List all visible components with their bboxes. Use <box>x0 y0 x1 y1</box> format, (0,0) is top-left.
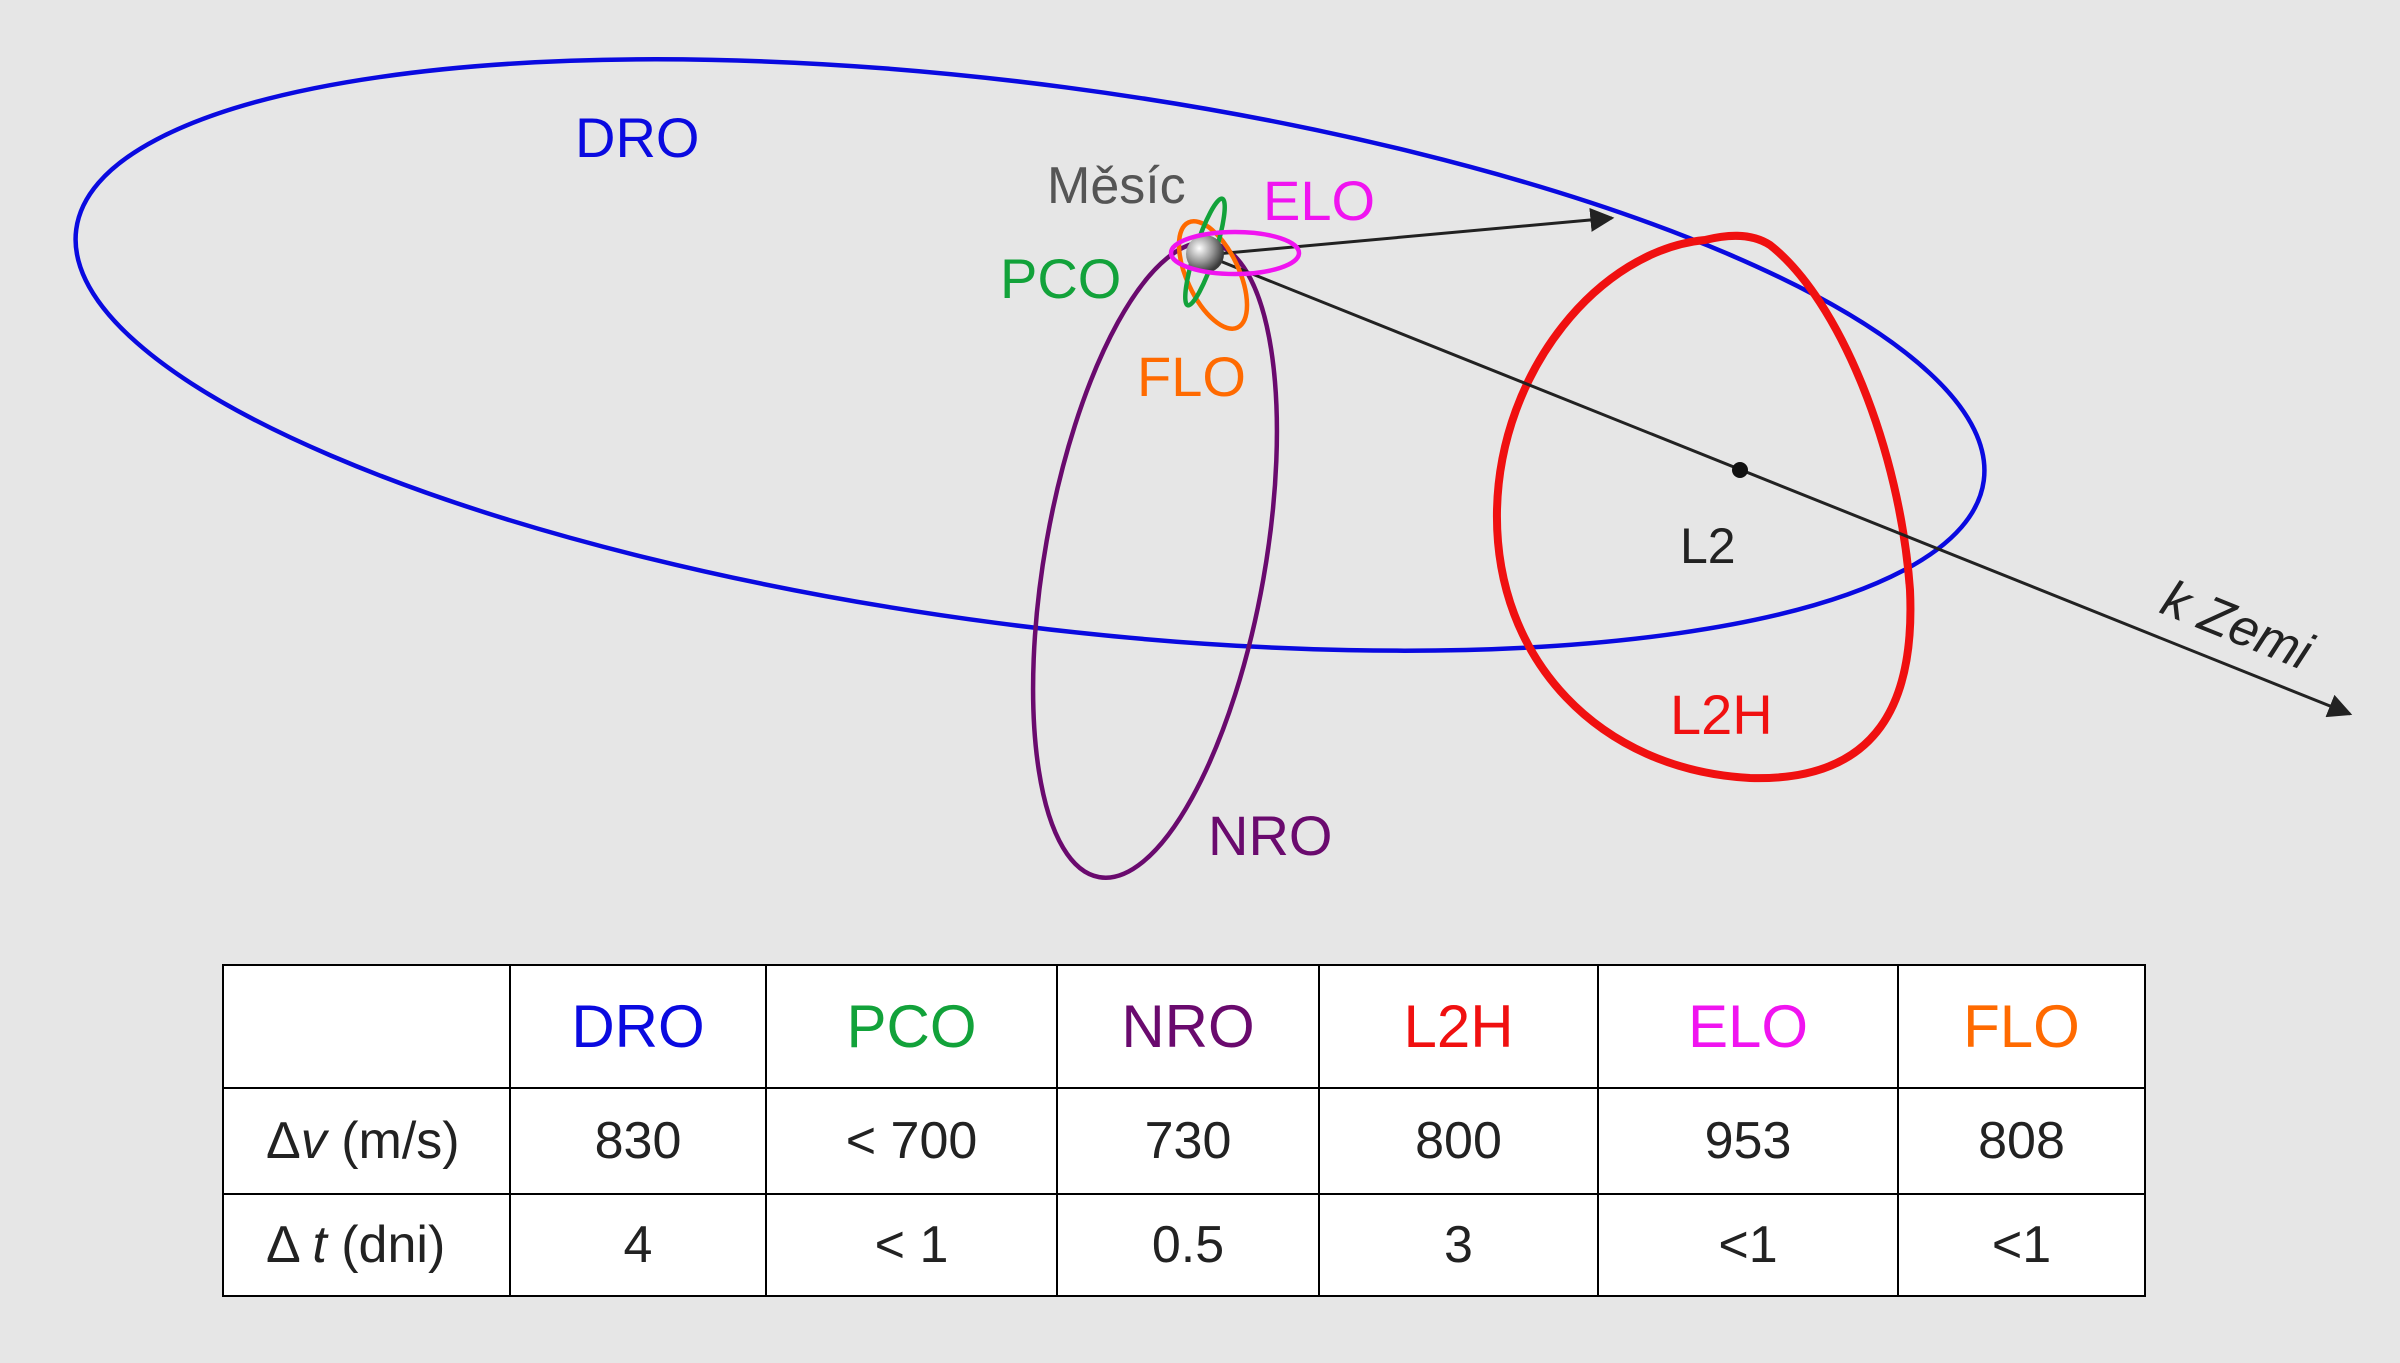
delta-symbol: Δ <box>266 1216 298 1274</box>
moon-sphere-icon <box>1186 235 1224 273</box>
flo-orbit <box>1176 219 1250 331</box>
table-cell: 808 <box>1897 1087 2146 1195</box>
table-header-pco: PCO <box>765 964 1058 1089</box>
table-header-empty <box>222 964 511 1089</box>
table-header-row: DRO PCO NRO L2H ELO FLO <box>222 964 2146 1089</box>
nro-label: NRO <box>1208 804 1332 867</box>
l2h-label: L2H <box>1670 683 1773 746</box>
table-cell: <1 <box>1897 1193 2146 1297</box>
table-cell: 953 <box>1597 1087 1899 1195</box>
table-cell: 800 <box>1318 1087 1599 1195</box>
delta-symbol: Δ <box>266 1112 301 1170</box>
l2h-orbit <box>1492 231 1915 783</box>
velocity-arrow <box>1204 208 1615 257</box>
table-header-dro: DRO <box>509 964 767 1089</box>
time-unit: (dni) <box>341 1216 446 1274</box>
row-label-delta-v: Δv (m/s) <box>222 1087 511 1195</box>
mission-comparison-table: DRO PCO NRO L2H ELO FLO Δv (m/s) 830 < 7… <box>222 964 2146 1297</box>
table-header-elo: ELO <box>1597 964 1899 1089</box>
table-cell: < 1 <box>765 1193 1058 1297</box>
row-label-delta-t: Δ t (dni) <box>222 1193 511 1297</box>
time-variable: t <box>312 1216 327 1274</box>
table-row-delta-t: Δ t (dni) 4 < 1 0.5 3 <1 <1 <box>222 1193 2146 1297</box>
moon-label: Měsíc <box>1047 157 1186 215</box>
table-cell: 830 <box>509 1087 767 1195</box>
l2-label: L2 <box>1680 518 1736 574</box>
dro-orbit <box>73 57 1987 653</box>
velocity-unit: (m/s) <box>341 1112 460 1170</box>
table-header-flo: FLO <box>1897 964 2146 1089</box>
table-cell: < 700 <box>765 1087 1058 1195</box>
flo-label: FLO <box>1137 345 1246 408</box>
table-cell: 0.5 <box>1056 1193 1320 1297</box>
table-cell: <1 <box>1597 1193 1899 1297</box>
nro-orbit <box>1030 240 1280 880</box>
table-row-delta-v: Δv (m/s) 830 < 700 730 800 953 808 <box>222 1087 2146 1195</box>
table-cell: 3 <box>1318 1193 1599 1297</box>
table-header-l2h: L2H <box>1318 964 1599 1089</box>
earth-direction-axis <box>1204 253 2353 718</box>
velocity-variable: v <box>300 1112 327 1170</box>
dro-label: DRO <box>575 106 699 169</box>
l2-point-icon <box>1732 462 1748 478</box>
table-cell: 4 <box>509 1193 767 1297</box>
elo-label: ELO <box>1263 169 1375 232</box>
elo-orbit <box>1168 229 1302 277</box>
table-header-nro: NRO <box>1056 964 1320 1089</box>
to-earth-label: k Zemi <box>2154 569 2322 682</box>
pco-label: PCO <box>1000 247 1121 310</box>
table-cell: 730 <box>1056 1087 1320 1195</box>
